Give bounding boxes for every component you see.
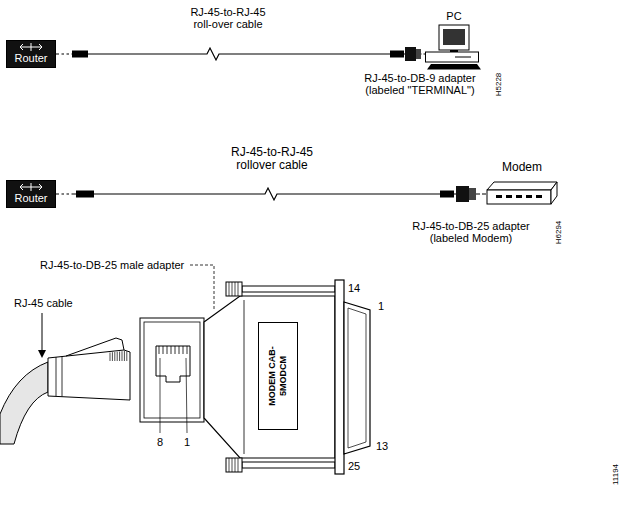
pin-number: 14 bbox=[348, 282, 360, 294]
dash-gap bbox=[64, 191, 67, 197]
db25-flange bbox=[335, 280, 344, 474]
dash-gap bbox=[59, 191, 62, 197]
plug-latch bbox=[66, 338, 124, 356]
modem-side bbox=[551, 182, 557, 204]
router-symbol bbox=[20, 43, 42, 51]
rj45-plug-body bbox=[48, 350, 130, 400]
rj45-cable-jacket bbox=[0, 362, 48, 444]
plug-contacts bbox=[110, 351, 127, 361]
adapter-label: RJ-45-to-DB-25 adapter (labeled Modem) bbox=[398, 220, 544, 244]
pin-number: 8 bbox=[157, 436, 163, 448]
db25-shell bbox=[344, 302, 370, 454]
pin-number: 13 bbox=[376, 440, 388, 452]
screw-knurl bbox=[229, 282, 238, 296]
screw-rod bbox=[242, 286, 335, 292]
jack-face-rim bbox=[144, 322, 200, 418]
leader-line bbox=[190, 265, 214, 310]
router-symbol bbox=[20, 183, 42, 191]
dash-gap bbox=[480, 191, 482, 197]
modem-light bbox=[526, 195, 532, 198]
monitor bbox=[439, 25, 469, 50]
db9-shell bbox=[416, 49, 421, 59]
modem-top bbox=[487, 182, 557, 190]
pin-leader bbox=[186, 358, 187, 433]
pin-number: 1 bbox=[184, 436, 190, 448]
jack-opening bbox=[156, 346, 190, 382]
monitor-screen bbox=[443, 29, 465, 45]
device-name: PC bbox=[425, 10, 483, 23]
screw-head bbox=[226, 282, 242, 296]
rj45-plug bbox=[390, 51, 404, 58]
node-outline bbox=[7, 181, 55, 192]
db25-shell-inner bbox=[348, 308, 366, 448]
figure-id: 11194 bbox=[611, 450, 620, 500]
adapter-label: RJ-45-to-DB-9 adapter (labeled "TERMINAL… bbox=[352, 72, 488, 96]
screw-knurl bbox=[229, 458, 238, 472]
keyboard bbox=[427, 64, 481, 70]
part-label: RJ-45 cable bbox=[14, 297, 73, 309]
jack-face bbox=[140, 318, 204, 422]
pin-number: 1 bbox=[378, 300, 384, 312]
router-box: Router bbox=[6, 180, 56, 208]
dash-gap bbox=[69, 191, 72, 197]
device-name: Router bbox=[13, 52, 49, 65]
pin-leader bbox=[160, 358, 161, 433]
jack-pins bbox=[159, 346, 187, 354]
adapter-label-plate: MODEM CAB-5MODCM bbox=[258, 322, 298, 430]
drive-slot bbox=[455, 57, 471, 58]
modem-device: Modem bbox=[486, 160, 558, 210]
part-number: MODEM CAB-5MODCM bbox=[267, 341, 289, 411]
modem-light bbox=[496, 195, 502, 198]
cable-label: RJ-45-to-RJ-45 rollover cable bbox=[222, 146, 322, 172]
pin-number: 25 bbox=[348, 460, 360, 472]
pc-icon bbox=[426, 25, 482, 70]
pc-computer: PC bbox=[425, 10, 483, 70]
modem-light bbox=[506, 195, 512, 198]
screw-head bbox=[226, 458, 242, 472]
db25-adapter bbox=[456, 186, 469, 202]
rollover-cable bbox=[56, 188, 486, 200]
cable-label: RJ-45-to-RJ-45 roll-over cable bbox=[184, 6, 272, 30]
db25-shell bbox=[469, 188, 476, 200]
modem-front bbox=[487, 190, 551, 204]
device-name: Router bbox=[13, 192, 49, 205]
rj45-plug bbox=[72, 51, 88, 58]
dash-gap bbox=[59, 51, 62, 57]
dash-gap bbox=[422, 51, 424, 57]
system-unit bbox=[426, 52, 479, 62]
leader-arrow bbox=[42, 313, 43, 351]
db9-adapter bbox=[405, 47, 416, 61]
hood-molding bbox=[244, 300, 245, 454]
modem-icon bbox=[487, 182, 557, 204]
rj45-plug bbox=[76, 191, 94, 198]
router-box: Router bbox=[6, 40, 56, 68]
screw-rod bbox=[242, 462, 335, 468]
rollover-cable bbox=[56, 48, 425, 60]
device-name: Modem bbox=[486, 160, 558, 175]
figure-id: H6294 bbox=[554, 213, 563, 253]
leader-arrow-head bbox=[38, 350, 46, 358]
adapter-hood bbox=[204, 296, 335, 458]
rj45-plug bbox=[440, 191, 454, 198]
plug-boot-ribs bbox=[56, 357, 62, 397]
figure-id: H5228 bbox=[494, 65, 503, 105]
modem-light bbox=[536, 195, 542, 198]
part-label: RJ-45-to-DB-25 male adapter bbox=[40, 259, 184, 271]
modem-light bbox=[516, 195, 522, 198]
node-outline bbox=[7, 41, 55, 52]
dash-gap bbox=[69, 51, 72, 57]
dash-gap bbox=[64, 51, 67, 57]
